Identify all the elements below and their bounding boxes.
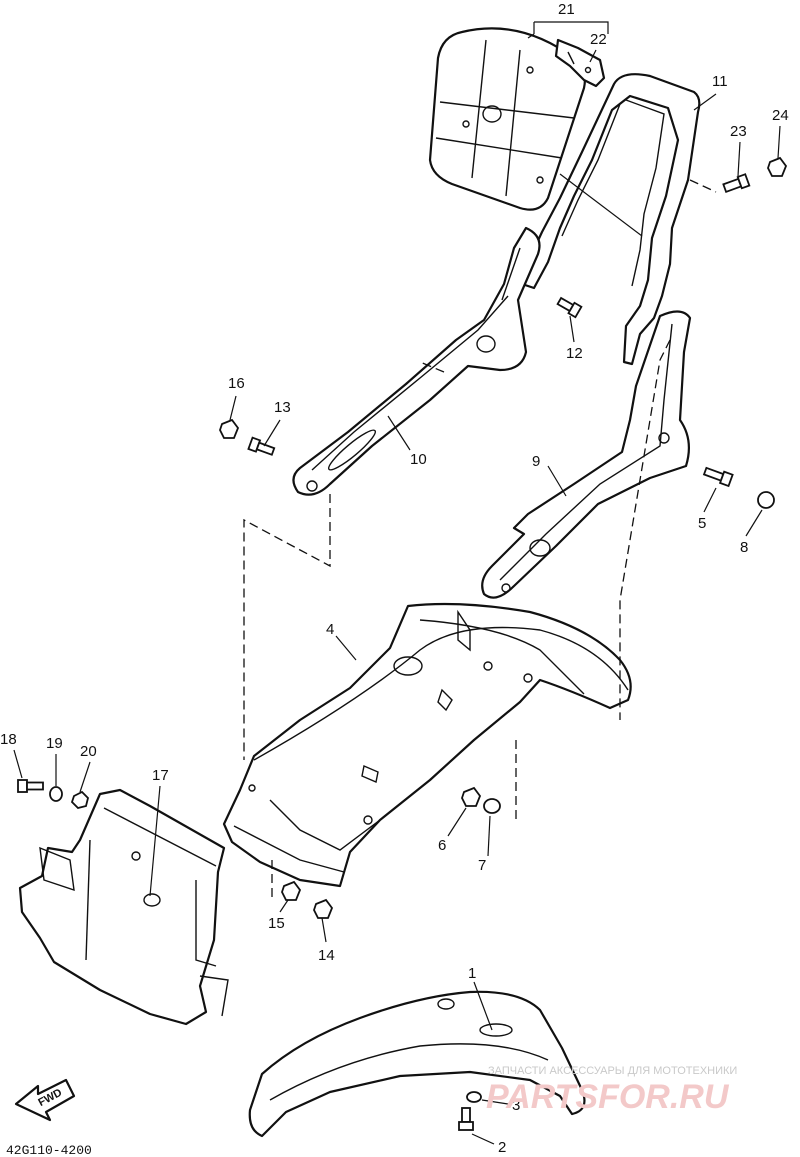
callout-4: 4	[326, 621, 334, 638]
watermark-caption: ЗАПЧАСТИ АКСЕССУАРЫ ДЛЯ МОТОТЕХНИКИ	[488, 1065, 737, 1077]
callout-8: 8	[740, 539, 748, 556]
washer-3-icon	[466, 1091, 482, 1103]
watermark-logo: PARTSFOR.RU	[486, 1078, 730, 1116]
bolt-5-icon	[702, 466, 734, 488]
backrest-bracket	[554, 38, 606, 88]
callout-18: 18	[0, 731, 17, 748]
cap-nut-8-icon	[757, 491, 775, 509]
bolt-2-icon	[458, 1107, 474, 1131]
nut-14-icon	[313, 898, 334, 919]
fwd-arrow-icon: FWD	[14, 1078, 76, 1122]
nut-16-icon	[219, 418, 240, 439]
callout-24: 24	[772, 107, 789, 124]
backrest-pad	[428, 27, 586, 211]
callout-19: 19	[46, 735, 63, 752]
watermark: ЗАПЧАСТИ АКСЕССУАРЫ ДЛЯ МОТОТЕХНИКИ PART…	[486, 1065, 737, 1116]
nut-20-icon	[70, 790, 89, 809]
right-stay	[481, 310, 692, 599]
callout-17: 17	[152, 767, 169, 784]
callout-22: 22	[590, 31, 607, 48]
callout-16: 16	[228, 375, 245, 392]
nut-6-icon	[461, 786, 482, 807]
callout-1: 1	[468, 965, 476, 982]
nut-15-icon	[281, 880, 302, 901]
callout-15: 15	[268, 915, 285, 932]
callout-10: 10	[410, 451, 427, 468]
bolt-13-icon	[247, 436, 276, 456]
callout-20: 20	[80, 743, 97, 760]
callout-7: 7	[478, 857, 486, 874]
hardware	[17, 156, 788, 1131]
drawing-code: 42G110-4200	[6, 1143, 92, 1157]
callout-5: 5	[698, 515, 706, 532]
assembly-guide-lines	[243, 179, 717, 900]
callout-14: 14	[318, 947, 335, 964]
bolt-23-icon	[722, 173, 751, 194]
callout-2: 2	[498, 1139, 506, 1156]
left-stay	[292, 226, 541, 496]
front-fender	[248, 990, 586, 1138]
callout-11: 11	[712, 73, 728, 90]
callout-9: 9	[532, 453, 540, 470]
washer-7-icon	[483, 798, 501, 814]
inner-flap-cover	[18, 788, 229, 1026]
bolt-12-icon	[556, 296, 583, 319]
rear-fender-inner	[222, 602, 632, 888]
callout-12: 12	[566, 345, 583, 362]
callout-6: 6	[438, 837, 446, 854]
callout-23: 23	[730, 123, 747, 140]
backrest-frame	[520, 73, 701, 366]
bolt-18-icon	[17, 779, 44, 793]
callout-3: 3	[512, 1097, 520, 1114]
callout-13: 13	[274, 399, 291, 416]
nut-24-icon	[767, 156, 788, 177]
washer-19-icon	[49, 786, 63, 802]
callout-21: 21	[558, 1, 575, 18]
leader-lines	[13, 21, 781, 1145]
